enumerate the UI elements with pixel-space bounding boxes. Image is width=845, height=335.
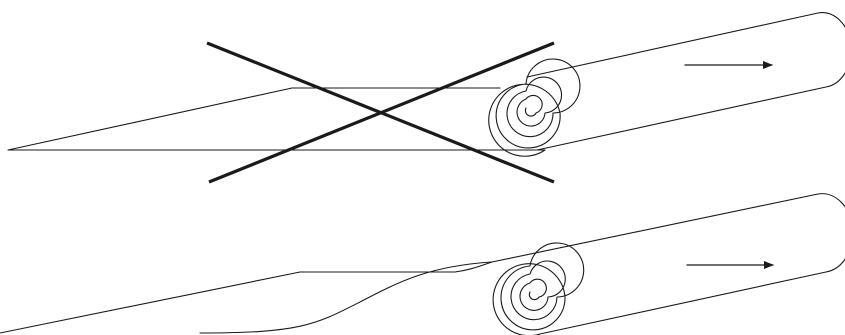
bottom-sheet-curve xyxy=(200,262,492,333)
panel-bottom-correct xyxy=(0,194,845,335)
cross-out-mark xyxy=(207,43,554,182)
top-roll-body xyxy=(527,13,845,150)
bottom-roll-body xyxy=(492,194,845,334)
bottom-roll-spiral xyxy=(493,243,584,335)
top-sheet-wedge xyxy=(8,88,545,150)
panel-top-incorrect xyxy=(8,13,845,182)
top-roll-spiral xyxy=(489,59,580,156)
bottom-sheet-wedge xyxy=(0,262,492,333)
